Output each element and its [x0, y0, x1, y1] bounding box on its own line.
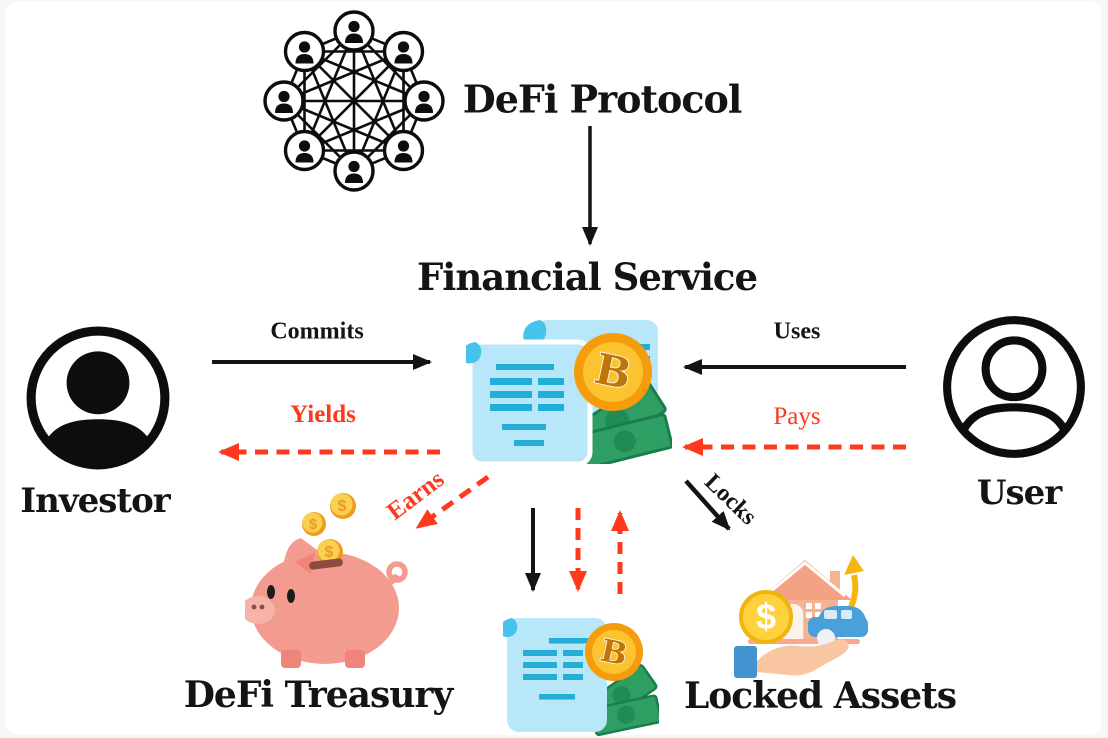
investor-avatar-icon — [22, 322, 174, 474]
piggy-bank-coins-icon: $ $ $ — [245, 490, 425, 670]
contract-bitcoin-cash-icon-small: B — [503, 612, 659, 736]
pays-edge-label: Pays — [773, 403, 821, 430]
dollar-symbol: $ — [338, 498, 347, 515]
dollar-symbol: $ — [325, 544, 334, 561]
earns-arrow — [415, 474, 490, 530]
dollar-symbol: $ — [756, 596, 776, 637]
investor-label: Investor — [20, 481, 170, 521]
user-label: User — [976, 473, 1062, 513]
financial-service-label: Financial Service — [417, 255, 758, 299]
dollar-symbol: $ — [309, 516, 318, 533]
defi-protocol-label: DeFi Protocol — [462, 76, 743, 122]
defi-treasury-label: DeFi Treasury — [183, 674, 454, 716]
hand-holding-house-car-coin-icon: $ — [722, 545, 874, 683]
locks-arrow — [684, 479, 731, 531]
yields-edge-label: Yields — [290, 401, 356, 428]
locked-assets-label: Locked Assets — [683, 675, 957, 717]
user-avatar-icon — [938, 311, 1090, 463]
contract-bitcoin-cash-icon: B — [466, 316, 672, 464]
network-users-icon — [262, 9, 446, 193]
uses-edge-label: Uses — [773, 318, 821, 345]
commits-edge-label: Commits — [270, 318, 364, 345]
